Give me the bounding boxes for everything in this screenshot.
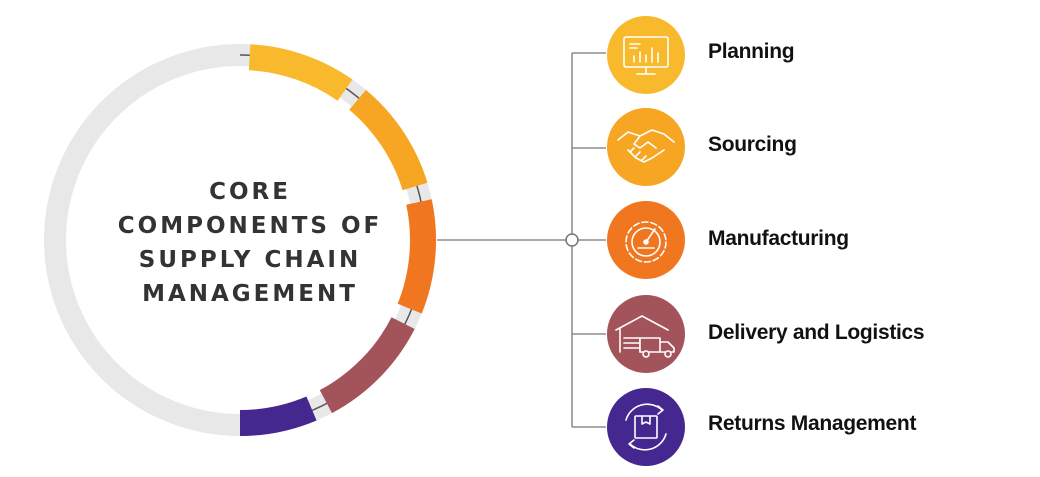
label-sourcing: Sourcing (708, 133, 797, 156)
icon-sourcing (607, 108, 685, 186)
warehouse-truck-icon (615, 315, 675, 358)
gear-gauge-icon (625, 221, 667, 263)
segment-planning (248, 44, 353, 101)
title-line-1: CORE (209, 179, 291, 205)
title-line-2: COMPONENTS OF (117, 213, 383, 239)
segment-manufacturing (397, 199, 436, 314)
icon-delivery (607, 295, 685, 373)
label-returns: Returns Management (708, 412, 917, 435)
hub-node (565, 233, 579, 247)
label-manufacturing: Manufacturing (708, 227, 849, 250)
box-return-icon (625, 403, 667, 451)
segment-returns (239, 396, 317, 437)
segment-sourcing (349, 89, 428, 191)
title-line-3: SUPPLY CHAIN (138, 247, 362, 273)
icon-manufacturing (607, 201, 685, 279)
title-line-4: MANAGEMENT (142, 281, 358, 307)
icon-planning (607, 16, 685, 94)
label-delivery: Delivery and Logistics (708, 321, 925, 344)
segment-delivery (319, 316, 415, 414)
diagram-title: CORE COMPONENTS OF SUPPLY CHAIN MANAGEME… (110, 175, 390, 311)
monitor-chart-icon (623, 36, 669, 75)
icon-returns (607, 388, 685, 466)
label-planning: Planning (708, 40, 795, 63)
handshake-icon (617, 129, 675, 163)
